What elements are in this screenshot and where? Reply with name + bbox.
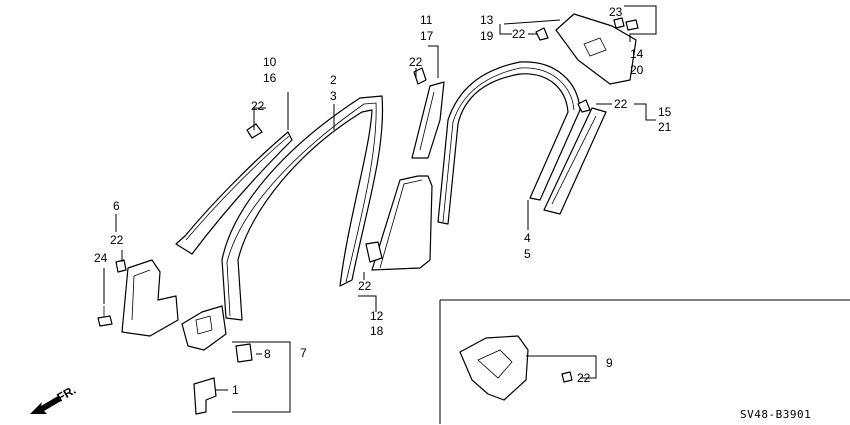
part-rear-pillar-upper bbox=[535, 13, 639, 85]
label-20: 20 bbox=[630, 63, 644, 77]
label-12: 12 bbox=[370, 309, 384, 323]
label-3: 3 bbox=[330, 89, 337, 103]
front-direction-arrow: FR. bbox=[30, 383, 78, 414]
label-1: 1 bbox=[232, 383, 239, 397]
part-front-weatherstrip bbox=[221, 95, 384, 321]
label-4: 4 bbox=[524, 231, 531, 245]
label-22-f: 22 bbox=[358, 279, 372, 293]
label-6: 6 bbox=[113, 199, 120, 213]
part-front-kick-panel bbox=[97, 259, 179, 337]
label-8: 8 bbox=[264, 347, 271, 361]
label-16: 16 bbox=[263, 71, 277, 85]
part-side-cover bbox=[181, 305, 253, 363]
part-a-pillar-garnish bbox=[175, 123, 293, 255]
label-10: 10 bbox=[263, 55, 277, 69]
label-7: 7 bbox=[300, 346, 307, 360]
label-22-c: 22 bbox=[512, 27, 526, 41]
label-23: 23 bbox=[609, 5, 623, 19]
label-22-g: 22 bbox=[577, 371, 591, 385]
callout-labels: 10 16 22 2 3 11 17 22 13 19 22 23 14 20 … bbox=[94, 5, 672, 397]
label-15: 15 bbox=[658, 105, 672, 119]
inset-box bbox=[439, 299, 850, 424]
part-rear-weatherstrip bbox=[437, 61, 581, 225]
label-19: 19 bbox=[480, 29, 494, 43]
part-center-pillar-upper bbox=[411, 67, 445, 159]
label-22-a: 22 bbox=[251, 99, 265, 113]
drawing-code: SV48-B3901 bbox=[740, 408, 811, 421]
label-11: 11 bbox=[420, 13, 433, 27]
label-22-b: 22 bbox=[409, 55, 423, 69]
label-5: 5 bbox=[524, 247, 531, 261]
label-9: 9 bbox=[606, 356, 613, 370]
part-cap bbox=[193, 377, 217, 415]
label-22-d: 22 bbox=[614, 97, 628, 111]
part-center-pillar-lower bbox=[365, 175, 433, 271]
label-2: 2 bbox=[330, 73, 337, 87]
label-18: 18 bbox=[370, 324, 384, 338]
label-21: 21 bbox=[658, 120, 672, 134]
label-24: 24 bbox=[94, 251, 108, 265]
label-14: 14 bbox=[630, 47, 644, 61]
leader-lines bbox=[103, 5, 657, 413]
label-22-e: 22 bbox=[110, 233, 124, 247]
label-17: 17 bbox=[420, 29, 434, 43]
label-13: 13 bbox=[480, 13, 494, 27]
part-rear-pillar-lower bbox=[543, 99, 607, 215]
